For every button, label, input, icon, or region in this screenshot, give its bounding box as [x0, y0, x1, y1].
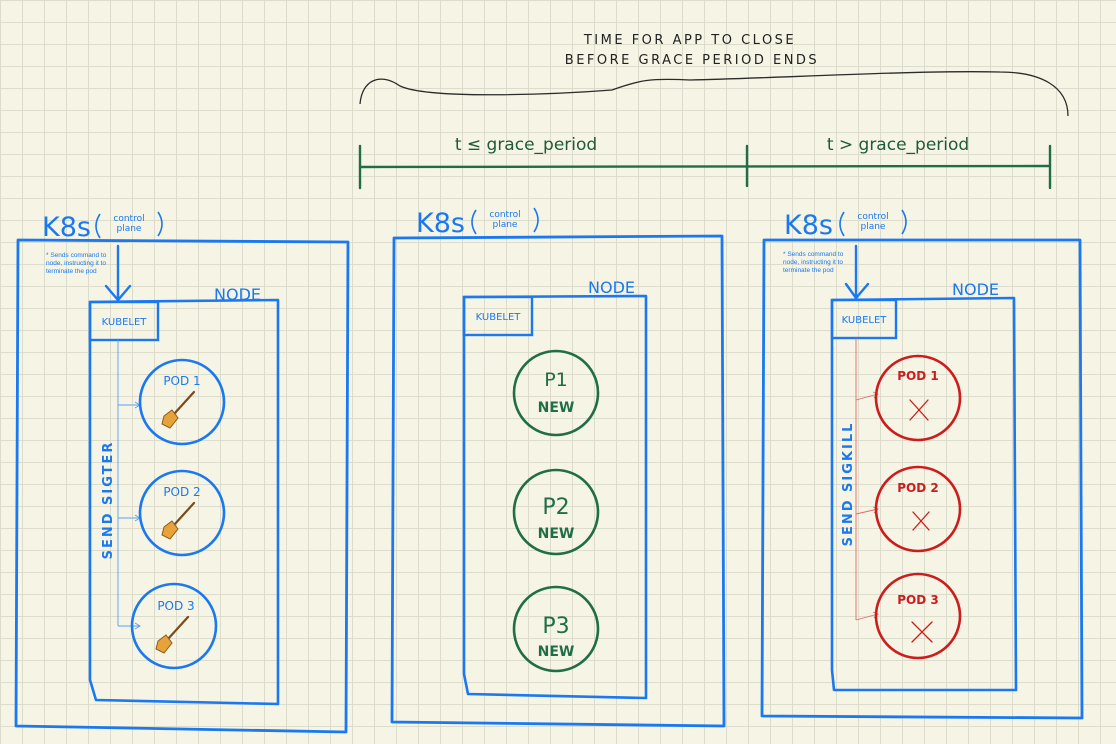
timeline-axis: [358, 144, 1052, 190]
command-note-line1: * Sends command to: [783, 251, 844, 258]
node-box: [88, 298, 280, 706]
pod-1: POD 1: [874, 354, 962, 442]
kubelet-label: KUBELET: [842, 315, 888, 326]
node-label: NODE: [588, 278, 635, 297]
broom-icon: [155, 615, 190, 654]
cross-icon: [909, 399, 929, 421]
kubelet-box: [830, 298, 898, 340]
pod-label: POD 1: [163, 374, 200, 388]
node-box: [462, 294, 648, 700]
command-note-line2: node, instructing it to: [783, 259, 843, 266]
signal-connectors: [117, 340, 141, 630]
kubelet-label: KUBELET: [476, 312, 522, 323]
node-label: NODE: [952, 280, 999, 299]
control-plane-paren: [95, 211, 163, 239]
panel-new-pods: K8s control plane NODE KUBELET P1 NEW P2…: [390, 207, 726, 728]
pod-label: POD 3: [897, 593, 938, 607]
signal-connectors: [855, 338, 879, 621]
command-note-line2: node, instructing it to: [46, 260, 106, 267]
pod-1: P1 NEW: [512, 349, 600, 437]
cross-icon: [912, 511, 930, 531]
cluster-box: [760, 238, 1084, 720]
pod-label: POD 2: [897, 481, 938, 495]
k8s-label: K8s: [784, 210, 833, 241]
command-note-line3: terminate the pod: [46, 268, 97, 275]
cross-icon: [911, 621, 933, 643]
pod-name: P2: [542, 495, 569, 520]
pod-label: POD 1: [897, 369, 938, 383]
command-note-line3: terminate the pod: [783, 267, 834, 274]
control-plane-line2: plane: [861, 222, 886, 232]
timeline-right-label: t > grace_period: [827, 135, 969, 155]
control-plane-line1: control: [857, 212, 888, 222]
pod-name: P1: [544, 369, 568, 391]
timeline: TIME FOR APP TO CLOSE BEFORE GRACE PERIO…: [358, 33, 1069, 190]
pod-3: POD 3: [874, 572, 962, 660]
control-plane-line2: plane: [493, 220, 518, 230]
command-note-line1: * Sends command to: [46, 252, 107, 259]
signal-label: SEND SIGKILL: [841, 422, 856, 547]
k8s-label: K8s: [416, 208, 465, 239]
pod-2: POD 2: [138, 469, 226, 557]
control-plane-line2: plane: [117, 224, 142, 234]
pod-name: P3: [542, 614, 569, 639]
timeline-left-label: t ≤ grace_period: [455, 135, 597, 155]
control-plane-paren: [839, 209, 907, 237]
control-plane-line1: control: [113, 214, 144, 224]
timeline-header-line1: TIME FOR APP TO CLOSE: [583, 33, 796, 48]
command-arrow: [104, 244, 132, 302]
panel-sigterm: K8s control plane * Sends command to nod…: [14, 211, 350, 734]
panel-sigkill: K8s control plane * Sends command to nod…: [760, 209, 1084, 720]
pod-status: NEW: [538, 400, 575, 416]
pod-label: POD 3: [157, 599, 194, 613]
timeline-header-line2: BEFORE GRACE PERIOD ENDS: [565, 53, 819, 68]
control-plane-line1: control: [489, 210, 520, 220]
timeline-brace: [359, 71, 1069, 117]
cluster-box: [390, 234, 726, 728]
pod-status: NEW: [538, 644, 575, 660]
pod-2: P2 NEW: [512, 468, 600, 556]
pod-2: POD 2: [874, 465, 962, 553]
pod-1: POD 1: [138, 358, 226, 446]
kubelet-label: KUBELET: [102, 317, 148, 328]
kubelet-box: [88, 300, 160, 342]
pod-3: POD 3: [130, 582, 218, 670]
pod-label: POD 2: [163, 485, 200, 499]
pod-3: P3 NEW: [512, 585, 600, 673]
kubelet-box: [462, 295, 534, 337]
control-plane-paren: [471, 207, 539, 235]
pod-status: NEW: [538, 526, 575, 542]
k8s-label: K8s: [42, 212, 91, 243]
cluster-box: [14, 238, 350, 734]
command-arrow: [844, 244, 870, 300]
broom-icon: [161, 390, 196, 429]
node-box: [830, 296, 1018, 692]
broom-icon: [161, 501, 196, 540]
signal-label: SEND SIGTER: [101, 441, 116, 560]
